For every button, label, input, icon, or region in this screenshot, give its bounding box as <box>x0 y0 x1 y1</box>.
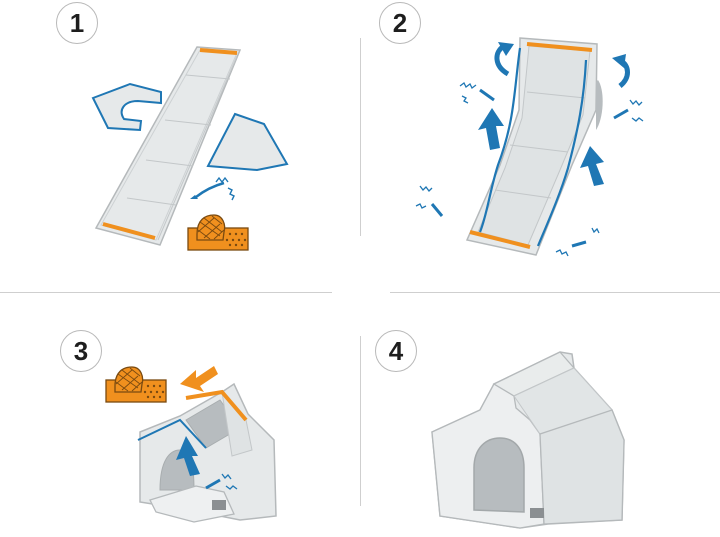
divider-vertical-bottom <box>360 336 361 506</box>
step-1-illustration <box>91 46 289 251</box>
zipper-icon <box>205 473 238 490</box>
zipper-icon <box>415 185 444 217</box>
step-number-4: 4 <box>375 330 417 372</box>
velcro-pad-icon <box>187 214 249 251</box>
arrow-diagonal-icon <box>180 366 218 392</box>
front-panel-piece <box>91 82 162 132</box>
arrow-up-icon <box>176 436 200 476</box>
divider-horizontal-right <box>390 292 720 293</box>
zipper-icon <box>613 99 644 122</box>
step-number-2: 2 <box>379 2 421 44</box>
long-side-panel <box>94 46 242 246</box>
divider-horizontal-left <box>0 292 332 293</box>
step-4-illustration <box>431 351 625 529</box>
step-3-illustration <box>105 366 277 523</box>
zipper-icon <box>459 82 495 104</box>
back-panel-piece <box>206 112 289 172</box>
divider-vertical-top <box>360 38 361 236</box>
step-2-illustration <box>415 37 644 257</box>
step-number-3: 3 <box>60 330 102 372</box>
zipper-icon <box>555 227 600 257</box>
arrow-up-icon <box>478 108 504 150</box>
velcro-pad-icon <box>105 366 167 403</box>
step-number-1: 1 <box>56 2 98 44</box>
zipper-icon <box>190 176 235 201</box>
arrow-up-icon <box>580 146 604 186</box>
